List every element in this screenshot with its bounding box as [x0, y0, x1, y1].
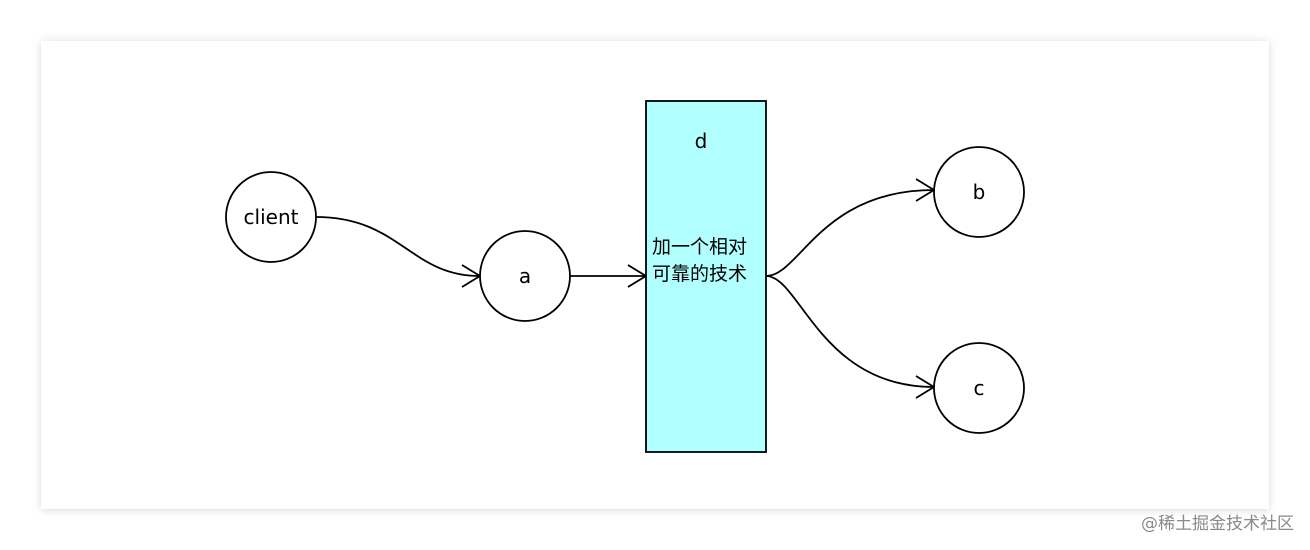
- edge-client-a: [315, 216, 481, 277]
- node-a: [479, 230, 571, 322]
- node-c-label: c: [974, 376, 985, 400]
- edge-d-c: [765, 275, 935, 388]
- node-client: [225, 171, 317, 263]
- node-d-description: 加一个相对可靠的技术: [652, 236, 748, 285]
- node-b-label: b: [973, 180, 986, 204]
- node-client-label: client: [244, 205, 299, 229]
- node-d-label: d: [695, 129, 708, 153]
- node-b: [933, 146, 1025, 238]
- node-c: [933, 342, 1025, 434]
- node-d-box: [645, 100, 767, 453]
- node-a-label: a: [519, 264, 531, 288]
- watermark: @稀土掘金技术社区: [1141, 514, 1294, 534]
- edge-d-b: [765, 189, 935, 277]
